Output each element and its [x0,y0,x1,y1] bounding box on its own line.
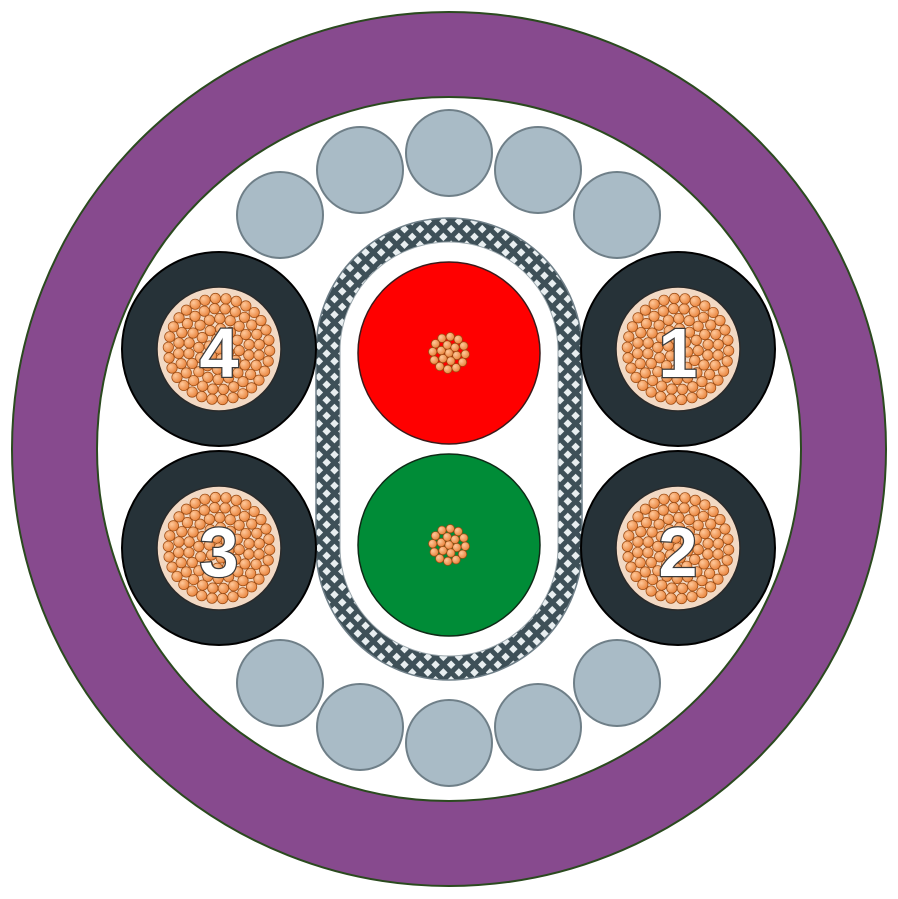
filler-4 [494,126,582,214]
power-core-2: 2 [580,450,776,646]
power-core-1: 1 [580,251,776,447]
red-conductor [357,261,541,445]
power-core-3: 3 [121,450,317,646]
filler-3 [405,109,493,197]
filler-8 [405,699,493,787]
filler-1 [236,171,324,259]
filler-6 [236,639,324,727]
core-label-1: 1 [659,314,698,392]
core-label-3: 3 [200,513,239,591]
filler-5 [573,171,661,259]
filler-elements [236,109,661,787]
shielded-bus-pair [315,217,583,681]
filler-7 [316,683,404,771]
filler-10 [573,639,661,727]
filler-9 [494,683,582,771]
core-label-4: 4 [200,314,239,392]
core-label-2: 2 [659,513,698,591]
filler-2 [316,126,404,214]
green-conductor [357,453,541,637]
power-core-4: 4 [121,251,317,447]
